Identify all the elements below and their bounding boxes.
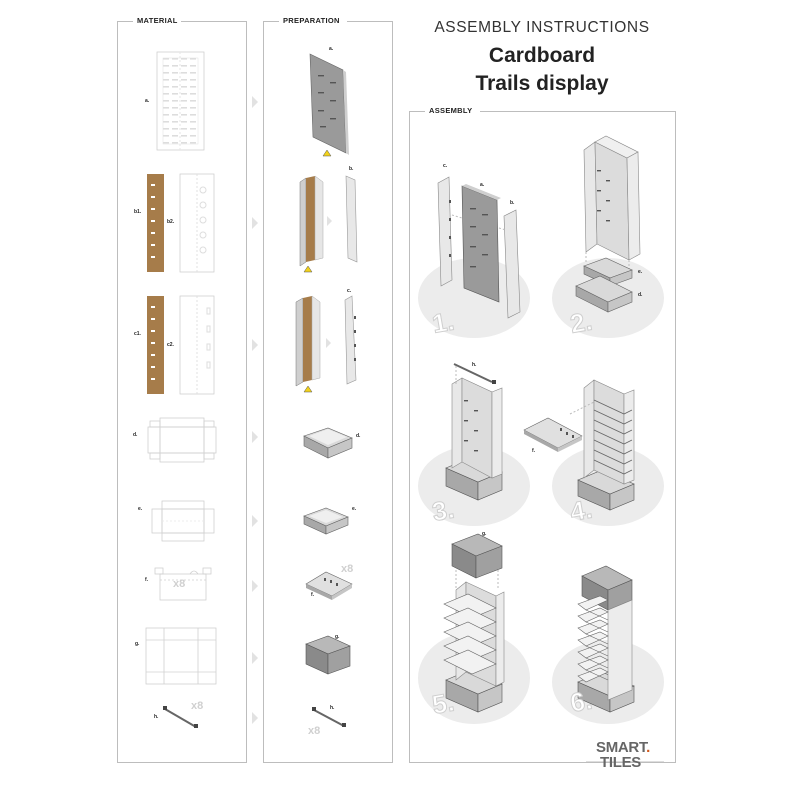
material-e-tray-net bbox=[151, 500, 215, 542]
preparation-g-box bbox=[305, 635, 351, 675]
assembly-label-h: h. bbox=[472, 362, 477, 368]
assembly-label-d: d. bbox=[638, 292, 643, 298]
preparation-count-f: x8 bbox=[341, 563, 354, 575]
material-label-a: a. bbox=[145, 98, 150, 104]
assembly-label-a: a. bbox=[480, 182, 485, 188]
assembly-step-1: 1. bbox=[429, 176, 521, 339]
material-f-shelf-net bbox=[154, 567, 212, 601]
preparation-c-assembly bbox=[295, 295, 357, 393]
material-label-b2: b2. bbox=[167, 219, 175, 225]
page-title: Cardboard Trails display bbox=[410, 42, 674, 98]
material-h-rod bbox=[163, 706, 198, 728]
assembly-label-g: g. bbox=[482, 531, 487, 537]
preparation-a-panel bbox=[309, 53, 349, 157]
assembly-label-f: f. bbox=[532, 448, 536, 454]
arrow-right-icon bbox=[252, 580, 258, 592]
preparation-label-h: h. bbox=[330, 705, 335, 711]
preparation-label-e: e. bbox=[352, 506, 357, 512]
brand-line-1: SMART bbox=[596, 739, 647, 756]
material-panel: MATERIAL bbox=[117, 16, 247, 763]
material-count-f: x8 bbox=[173, 578, 186, 590]
preparation-h-rod bbox=[312, 707, 346, 727]
arrow-right-icon bbox=[252, 96, 258, 108]
preparation-label-g: g. bbox=[335, 634, 340, 640]
preparation-label-c: c. bbox=[347, 288, 352, 294]
material-label-g: g. bbox=[135, 641, 140, 647]
smart-tiles-logo: SMART. TILES bbox=[596, 740, 650, 770]
material-label-h: h. bbox=[154, 714, 159, 720]
material-label-d: d. bbox=[133, 432, 138, 438]
preparation-count-h: x8 bbox=[308, 725, 321, 737]
preparation-e-tray bbox=[303, 507, 349, 535]
material-g-box-net bbox=[145, 627, 217, 685]
step-number-5: 5. bbox=[430, 687, 457, 720]
preparation-label-f: f. bbox=[311, 592, 315, 598]
arrow-right-icon bbox=[252, 431, 258, 443]
assembly-step-4: 4. bbox=[523, 379, 635, 527]
preparation-panel-title: PREPARATION bbox=[280, 16, 343, 25]
assembly-step-5: 5. bbox=[429, 533, 505, 720]
material-b1-strip bbox=[147, 174, 164, 272]
material-label-e: e. bbox=[138, 506, 143, 512]
assembly-instructions-subtitle: ASSEMBLY INSTRUCTIONS bbox=[434, 19, 650, 36]
preparation-d-tray bbox=[303, 427, 353, 459]
material-a-sheet bbox=[156, 51, 205, 151]
arrow-right-icon bbox=[252, 652, 258, 664]
assembly-label-e: e. bbox=[638, 269, 643, 275]
material-c1-strip bbox=[147, 296, 164, 394]
preparation-b-assembly bbox=[299, 175, 358, 273]
brand-dot: . bbox=[646, 739, 651, 756]
assembly-step-3: 3. bbox=[429, 363, 503, 527]
step-number-6: 6. bbox=[568, 685, 595, 718]
material-label-c1: c1. bbox=[134, 331, 141, 337]
title-line-1: Cardboard bbox=[488, 44, 596, 67]
preparation-label-a: a. bbox=[329, 46, 334, 52]
assembly-label-c: c. bbox=[443, 163, 448, 169]
assembly-step-6: 6. bbox=[567, 565, 635, 718]
arrow-right-icon bbox=[252, 339, 258, 351]
assembly-panel-title: ASSEMBLY bbox=[426, 106, 476, 115]
arrow-right-icon bbox=[252, 515, 258, 527]
preparation-f-shelf bbox=[305, 571, 353, 600]
material-label-b1: b1. bbox=[134, 209, 142, 215]
material-d-tray-net bbox=[147, 417, 217, 463]
title-line-2: Trails display bbox=[475, 72, 609, 95]
preparation-panel: PREPARATION bbox=[263, 16, 393, 763]
material-b2-sheet bbox=[179, 173, 215, 273]
material-c2-sheet bbox=[179, 295, 215, 395]
warning-icon bbox=[303, 265, 313, 273]
arrow-right-icon bbox=[252, 712, 258, 724]
warning-icon bbox=[322, 149, 332, 157]
material-panel-title: MATERIAL bbox=[134, 16, 181, 25]
arrow-right-icon bbox=[252, 217, 258, 229]
assembly-label-b: b. bbox=[510, 200, 515, 206]
preparation-label-b: b. bbox=[349, 166, 354, 172]
warning-icon bbox=[303, 385, 313, 393]
material-count-h: x8 bbox=[191, 700, 204, 712]
assembly-panel: ASSEMBLY bbox=[409, 106, 676, 763]
brand-line-2: TILES bbox=[600, 754, 642, 771]
material-label-c2: c2. bbox=[167, 342, 174, 348]
material-label-f: f. bbox=[145, 577, 149, 583]
preparation-label-d: d. bbox=[356, 433, 361, 439]
